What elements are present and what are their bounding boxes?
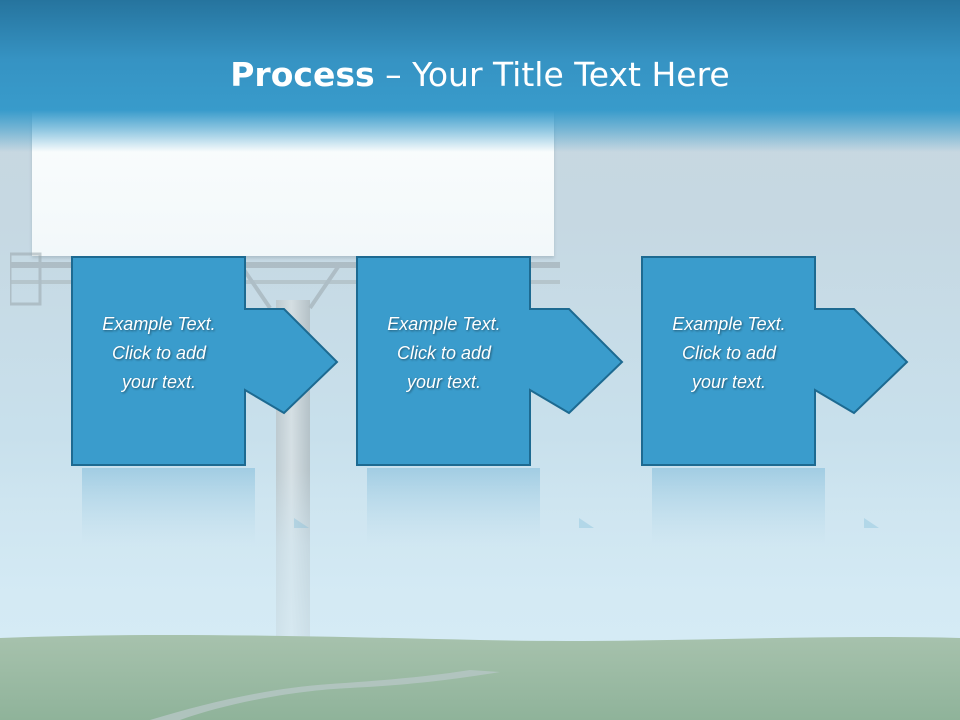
step-3-text[interactable]: Example Text. Click to add your text. — [643, 310, 815, 397]
step-3-line-3: your text. — [691, 372, 767, 392]
step-1-line-1: Example Text. — [102, 314, 216, 334]
step-3-arrow-box — [641, 256, 909, 466]
title-bold-word: Process — [230, 55, 375, 94]
slide-title[interactable]: Process – Your Title Text Here — [0, 53, 960, 97]
step-1-reflection — [82, 468, 309, 546]
step-2-arrow-box — [356, 256, 624, 466]
step-2-line-3: your text. — [406, 372, 482, 392]
billboard-frame — [10, 252, 560, 310]
step-2-reflection — [367, 468, 594, 546]
step-3-line-2: Click to add — [681, 343, 777, 363]
step-2-line-2: Click to add — [396, 343, 492, 363]
step-3-reflection — [652, 468, 879, 546]
step-1-line-2: Click to add — [111, 343, 207, 363]
process-step-1[interactable]: Example Text. Click to add your text. — [71, 256, 361, 466]
title-rest: – Your Title Text Here — [374, 55, 730, 94]
step-1-text[interactable]: Example Text. Click to add your text. — [73, 310, 245, 397]
step-1-arrow-box — [71, 256, 339, 466]
process-step-2[interactable]: Example Text. Click to add your text. — [356, 256, 646, 466]
title-bar — [0, 0, 960, 152]
step-1-line-3: your text. — [121, 372, 197, 392]
step-2-text[interactable]: Example Text. Click to add your text. — [358, 310, 530, 397]
step-2-line-1: Example Text. — [387, 314, 501, 334]
step-3-line-1: Example Text. — [672, 314, 786, 334]
process-step-3[interactable]: Example Text. Click to add your text. — [641, 256, 931, 466]
grass-field — [0, 634, 960, 720]
